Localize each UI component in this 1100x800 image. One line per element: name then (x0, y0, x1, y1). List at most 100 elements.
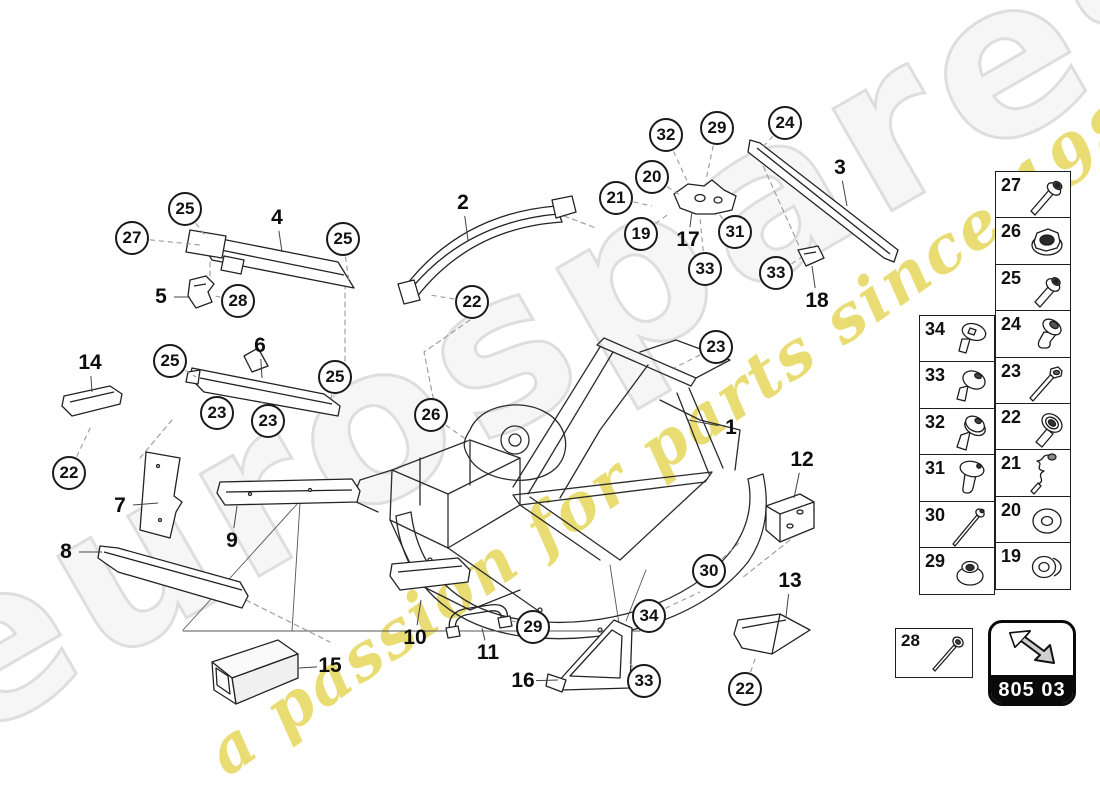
part-label-8: 8 (60, 540, 72, 563)
legend-cell-30[interactable]: 30 (919, 500, 995, 549)
legend-column-left: 34 33 32 31 30 29 (919, 315, 995, 596)
countersunk-screw-icon (949, 318, 993, 367)
callout-32[interactable]: 32 (649, 118, 683, 152)
part-7-plate (139, 451, 183, 539)
serrated-washer-bolt-icon (1025, 406, 1069, 455)
part-11-handle-bracket (445, 603, 513, 639)
part-18-clip (797, 245, 825, 267)
legend-cell-33[interactable]: 33 (919, 361, 995, 410)
callout-23[interactable]: 23 (251, 404, 285, 438)
chassis-frame (351, 337, 767, 640)
callout-34[interactable]: 34 (632, 599, 666, 633)
long-pin-bolt-icon (949, 504, 993, 553)
part-6-rail (185, 347, 341, 417)
callout-30[interactable]: 30 (692, 554, 726, 588)
legend-cell-24[interactable]: 24 (995, 310, 1071, 359)
section-code-badge: 805 03 (988, 620, 1076, 706)
part-3-strip (747, 139, 899, 263)
part-4-rail (185, 229, 355, 289)
part-16-gusset (545, 619, 633, 693)
flat-washer-icon (1025, 499, 1069, 548)
callout-23[interactable]: 23 (200, 396, 234, 430)
legend-cell-20[interactable]: 20 (995, 495, 1071, 544)
legend-number: 30 (925, 504, 946, 525)
flange-nut-icon (1025, 220, 1069, 269)
arrow-icon (1009, 630, 1055, 664)
legend-number: 20 (1001, 499, 1022, 520)
legend-cell-29[interactable]: 29 (919, 547, 995, 596)
plug-grommet-icon (1025, 545, 1069, 594)
legend-number: 25 (1001, 267, 1022, 288)
part-8-sill (97, 545, 249, 609)
legend-cell-31[interactable]: 31 (919, 454, 995, 503)
legend-number: 33 (925, 365, 946, 386)
callout-25[interactable]: 25 (153, 344, 187, 378)
callout-22[interactable]: 22 (455, 285, 489, 319)
callout-25[interactable]: 25 (318, 360, 352, 394)
mushroom-screw-icon (949, 364, 993, 413)
legend-extra-number: 28 (901, 631, 920, 650)
part-13-wedge (733, 613, 811, 655)
part-10-rail (389, 557, 471, 591)
callout-25[interactable]: 25 (326, 222, 360, 256)
legend-cell-19[interactable]: 19 (995, 542, 1071, 591)
part-label-16: 16 (511, 669, 535, 692)
callout-33[interactable]: 33 (688, 252, 722, 286)
callout-31[interactable]: 31 (718, 215, 752, 249)
part-15-box-beam (211, 639, 299, 705)
legend-number: 27 (1001, 175, 1022, 195)
part-17-bracket (673, 179, 737, 215)
legend-number: 31 (925, 458, 946, 479)
callout-33[interactable]: 33 (759, 256, 793, 290)
callout-24[interactable]: 24 (768, 106, 802, 140)
callout-25[interactable]: 25 (168, 192, 202, 226)
part-label-10: 10 (403, 626, 427, 649)
legend-cell-34[interactable]: 34 (919, 315, 995, 363)
legend-extra-box[interactable]: 28 (895, 628, 973, 678)
part-label-15: 15 (318, 654, 342, 677)
callout-23[interactable]: 23 (699, 330, 733, 364)
flange-bolt-icon (1025, 267, 1069, 316)
callout-20[interactable]: 20 (635, 160, 669, 194)
callout-21[interactable]: 21 (599, 181, 633, 215)
callout-19[interactable]: 19 (624, 217, 658, 251)
dome-washer-screw-icon (949, 411, 993, 460)
legend-cell-26[interactable]: 26 (995, 217, 1071, 266)
legend-cell-27[interactable]: 27 (995, 171, 1071, 219)
hex-bolt-thin-icon (1025, 360, 1069, 409)
part-label-12: 12 (790, 448, 814, 471)
part-label-14: 14 (78, 351, 102, 374)
callout-33[interactable]: 33 (627, 664, 661, 698)
legend-cell-32[interactable]: 32 (919, 407, 995, 456)
cap-head-screw-icon (949, 457, 993, 506)
callout-22[interactable]: 22 (52, 456, 86, 490)
part-label-4: 4 (271, 206, 283, 229)
part-label-6: 6 (254, 334, 266, 357)
callout-26[interactable]: 26 (414, 398, 448, 432)
callout-27[interactable]: 27 (115, 221, 149, 255)
part-label-18: 18 (805, 289, 829, 312)
part-label-2: 2 (457, 191, 469, 214)
callout-22[interactable]: 22 (728, 672, 762, 706)
legend-cell-22[interactable]: 22 (995, 403, 1071, 452)
callout-29[interactable]: 29 (516, 610, 550, 644)
part-label-1: 1 (725, 416, 737, 439)
shoulder-sleeve-icon (1025, 313, 1069, 362)
callout-29[interactable]: 29 (700, 111, 734, 145)
part-label-11: 11 (476, 641, 500, 664)
legend-cell-25[interactable]: 25 (995, 263, 1071, 312)
flange-sleeve-nut-icon (949, 550, 993, 599)
legend-number: 34 (925, 319, 946, 339)
legend-cell-21[interactable]: 21 (995, 449, 1071, 498)
legend-number: 23 (1001, 360, 1022, 381)
legend-cell-23[interactable]: 23 (995, 356, 1071, 405)
part-2-bow (397, 195, 577, 305)
part-label-17: 17 (676, 228, 700, 251)
part-label-5: 5 (155, 285, 167, 308)
callout-28[interactable]: 28 (221, 284, 255, 318)
legend-number: 22 (1001, 407, 1022, 428)
legend-number: 32 (925, 411, 946, 432)
